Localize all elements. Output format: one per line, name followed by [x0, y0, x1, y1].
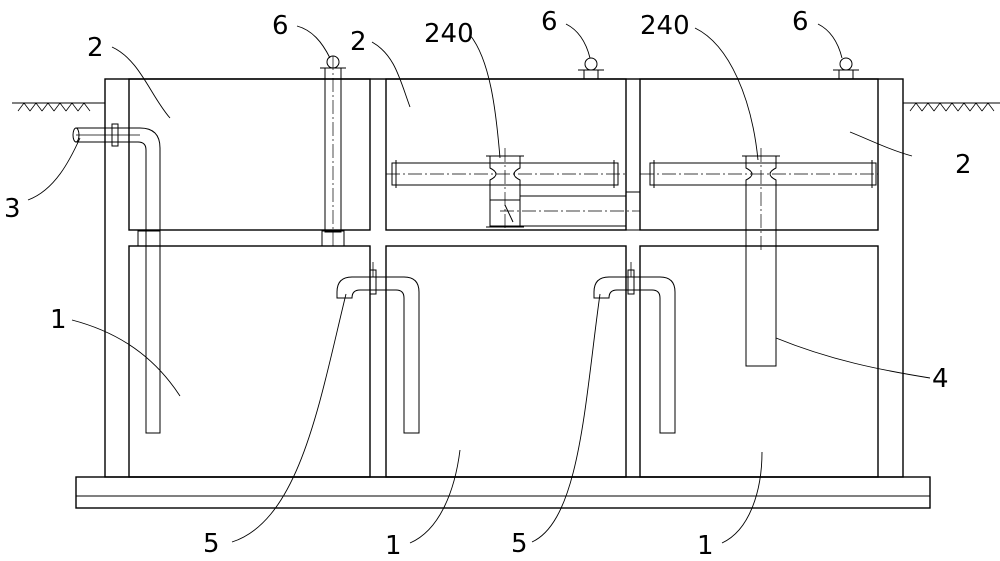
- outer-wall: [104, 78, 904, 478]
- upper-tank-middle: [385, 78, 627, 231]
- base-slab: [75, 476, 931, 509]
- label-vent-left: 6: [272, 11, 289, 41]
- valve-right: [640, 148, 878, 252]
- lower-pool-middle: [385, 245, 627, 478]
- lower-pool-right: [639, 245, 879, 478]
- lower-pool-left: [128, 245, 371, 478]
- label-tank-middle: 2: [350, 27, 367, 57]
- label-inlet-pipe: 3: [4, 194, 21, 224]
- upper-tank-right: [639, 78, 879, 231]
- label-outlet-pipe: 4: [932, 364, 949, 394]
- label-tank-right: 2: [955, 150, 972, 180]
- vent-pipe-left: [320, 55, 346, 247]
- vent-cap-middle: [578, 57, 604, 80]
- label-transfer-pipe-left: 5: [203, 529, 220, 559]
- label-pool-left: 1: [50, 305, 67, 335]
- valve-middle: [386, 148, 641, 231]
- label-tank-left: 2: [87, 33, 104, 63]
- label-vent-right: 6: [792, 7, 809, 37]
- label-vent-middle: 6: [541, 7, 558, 37]
- leader-lines: [27, 23, 931, 544]
- label-pool-right: 1: [697, 531, 714, 561]
- ground-left: [12, 102, 105, 112]
- label-valve-middle: 240: [424, 19, 474, 49]
- transfer-pipe-right: [593, 262, 676, 434]
- ground-right: [903, 102, 1000, 112]
- transfer-pipe-left: [336, 262, 420, 434]
- vent-cap-right: [833, 57, 859, 80]
- label-pool-middle: 1: [385, 531, 402, 561]
- upper-tank-left: [128, 78, 371, 231]
- outlet-pipe: [740, 229, 782, 367]
- label-valve-right: 240: [640, 11, 690, 41]
- inlet-pipe: [72, 123, 161, 434]
- label-transfer-pipe-right: 5: [511, 529, 528, 559]
